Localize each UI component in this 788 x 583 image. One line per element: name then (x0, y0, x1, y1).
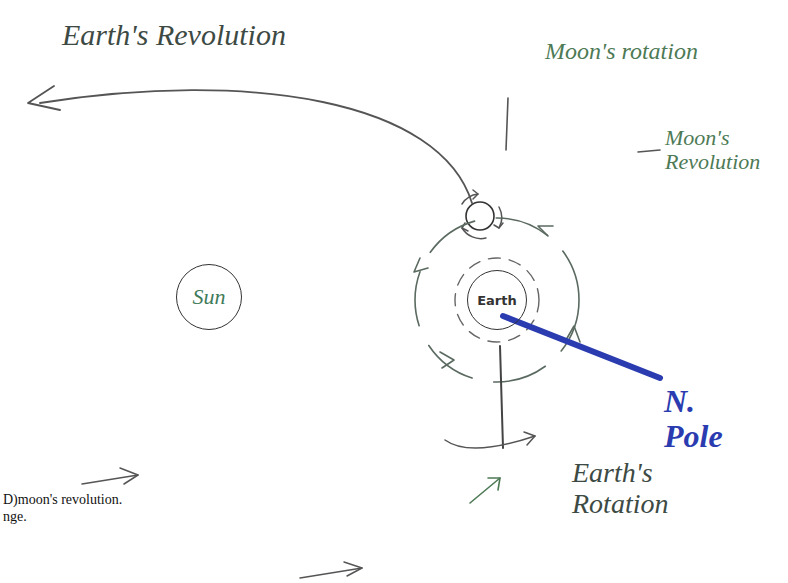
arrow-head (414, 258, 428, 272)
orbit-label: Earth's Revolution (62, 18, 286, 51)
arrow-head (538, 226, 553, 236)
rotation-label: Earth's Rotation (572, 458, 722, 520)
arrow-head (344, 562, 362, 576)
stray-arrow (82, 475, 138, 484)
node-text: Sun (193, 284, 226, 310)
arrow-head (28, 86, 60, 110)
arrow-head (473, 190, 478, 199)
rotation-label: Moon's rotation (545, 38, 698, 64)
leader-line (506, 98, 508, 150)
node-text: Earth (477, 293, 517, 308)
moon-orbit (415, 218, 579, 382)
arrow-head (120, 468, 138, 484)
earth-circle: Earth (467, 270, 527, 330)
arrow-head (494, 223, 503, 228)
arrow-head (440, 352, 454, 368)
worksheet-text: D)moon's revolution. (3, 492, 122, 507)
sun-circle: Sun (176, 264, 242, 330)
leader-line (638, 150, 660, 152)
orbit-label: Moon's Revolution (665, 126, 783, 174)
moon-circle (466, 202, 494, 230)
pole-label: N. Pole (664, 384, 744, 454)
arrow-head (488, 478, 500, 490)
pole-line (503, 316, 660, 378)
rotation-arrow (445, 436, 535, 448)
revolution-arc (40, 90, 472, 203)
stray-arrow (470, 478, 500, 503)
arrow-head (524, 432, 535, 445)
earth-spin (455, 258, 539, 342)
worksheet-text: nge. (3, 509, 27, 524)
leader-line (500, 346, 503, 448)
